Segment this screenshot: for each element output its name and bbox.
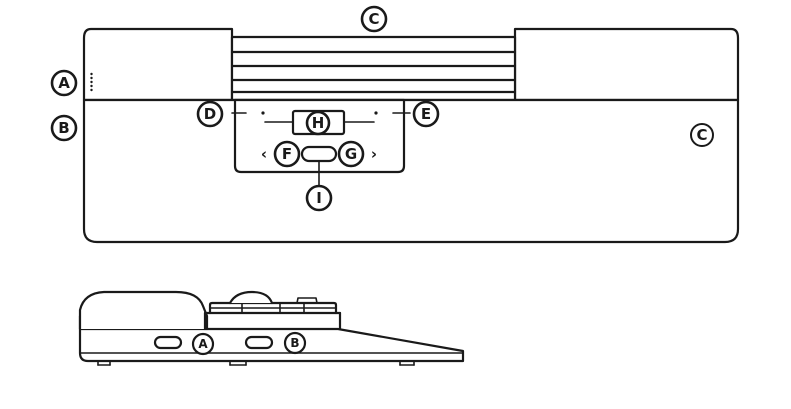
callout-i: I: [305, 184, 333, 212]
side-cushion: [78, 290, 209, 331]
svg-text:I: I: [316, 189, 322, 207]
svg-text:B: B: [290, 336, 299, 350]
svg-text:E: E: [421, 105, 431, 123]
left-upper-block: [82, 27, 234, 102]
brand-logo: C: [690, 123, 714, 147]
svg-text:D: D: [204, 105, 216, 123]
svg-text:G: G: [345, 145, 357, 163]
callout-b: B: [50, 114, 78, 142]
svg-text:B: B: [58, 119, 69, 137]
svg-text:C: C: [368, 10, 379, 28]
callout-g: G: [337, 140, 365, 168]
right-arrow-glyph: ›: [371, 145, 377, 163]
center-pill-button: [300, 145, 338, 163]
svg-text:C: C: [696, 126, 707, 144]
side-roller: [228, 290, 274, 305]
side-port-a: [153, 335, 183, 350]
side-callout-b: B: [283, 331, 307, 355]
callout-e: E: [412, 100, 440, 128]
right-upper-block: [513, 27, 740, 102]
indicator-dots: [90, 72, 93, 92]
svg-text:A: A: [198, 337, 208, 351]
callout-a: A: [50, 69, 78, 97]
callout-c: C: [360, 5, 388, 33]
side-port-b: [244, 335, 274, 350]
callout-h: H: [305, 110, 331, 136]
left-arrow-glyph: ‹: [261, 145, 267, 163]
side-callout-a: A: [191, 332, 215, 356]
svg-text:H: H: [312, 114, 325, 132]
top-view: ‹ › C A B C D E F: [50, 5, 740, 244]
side-view: A B: [78, 290, 465, 366]
wrist-rest-body: [82, 98, 740, 244]
callout-f: F: [273, 140, 301, 168]
svg-text:F: F: [282, 145, 292, 163]
callout-d: D: [196, 100, 224, 128]
roller-bar: [230, 35, 517, 102]
svg-text:A: A: [58, 74, 70, 92]
